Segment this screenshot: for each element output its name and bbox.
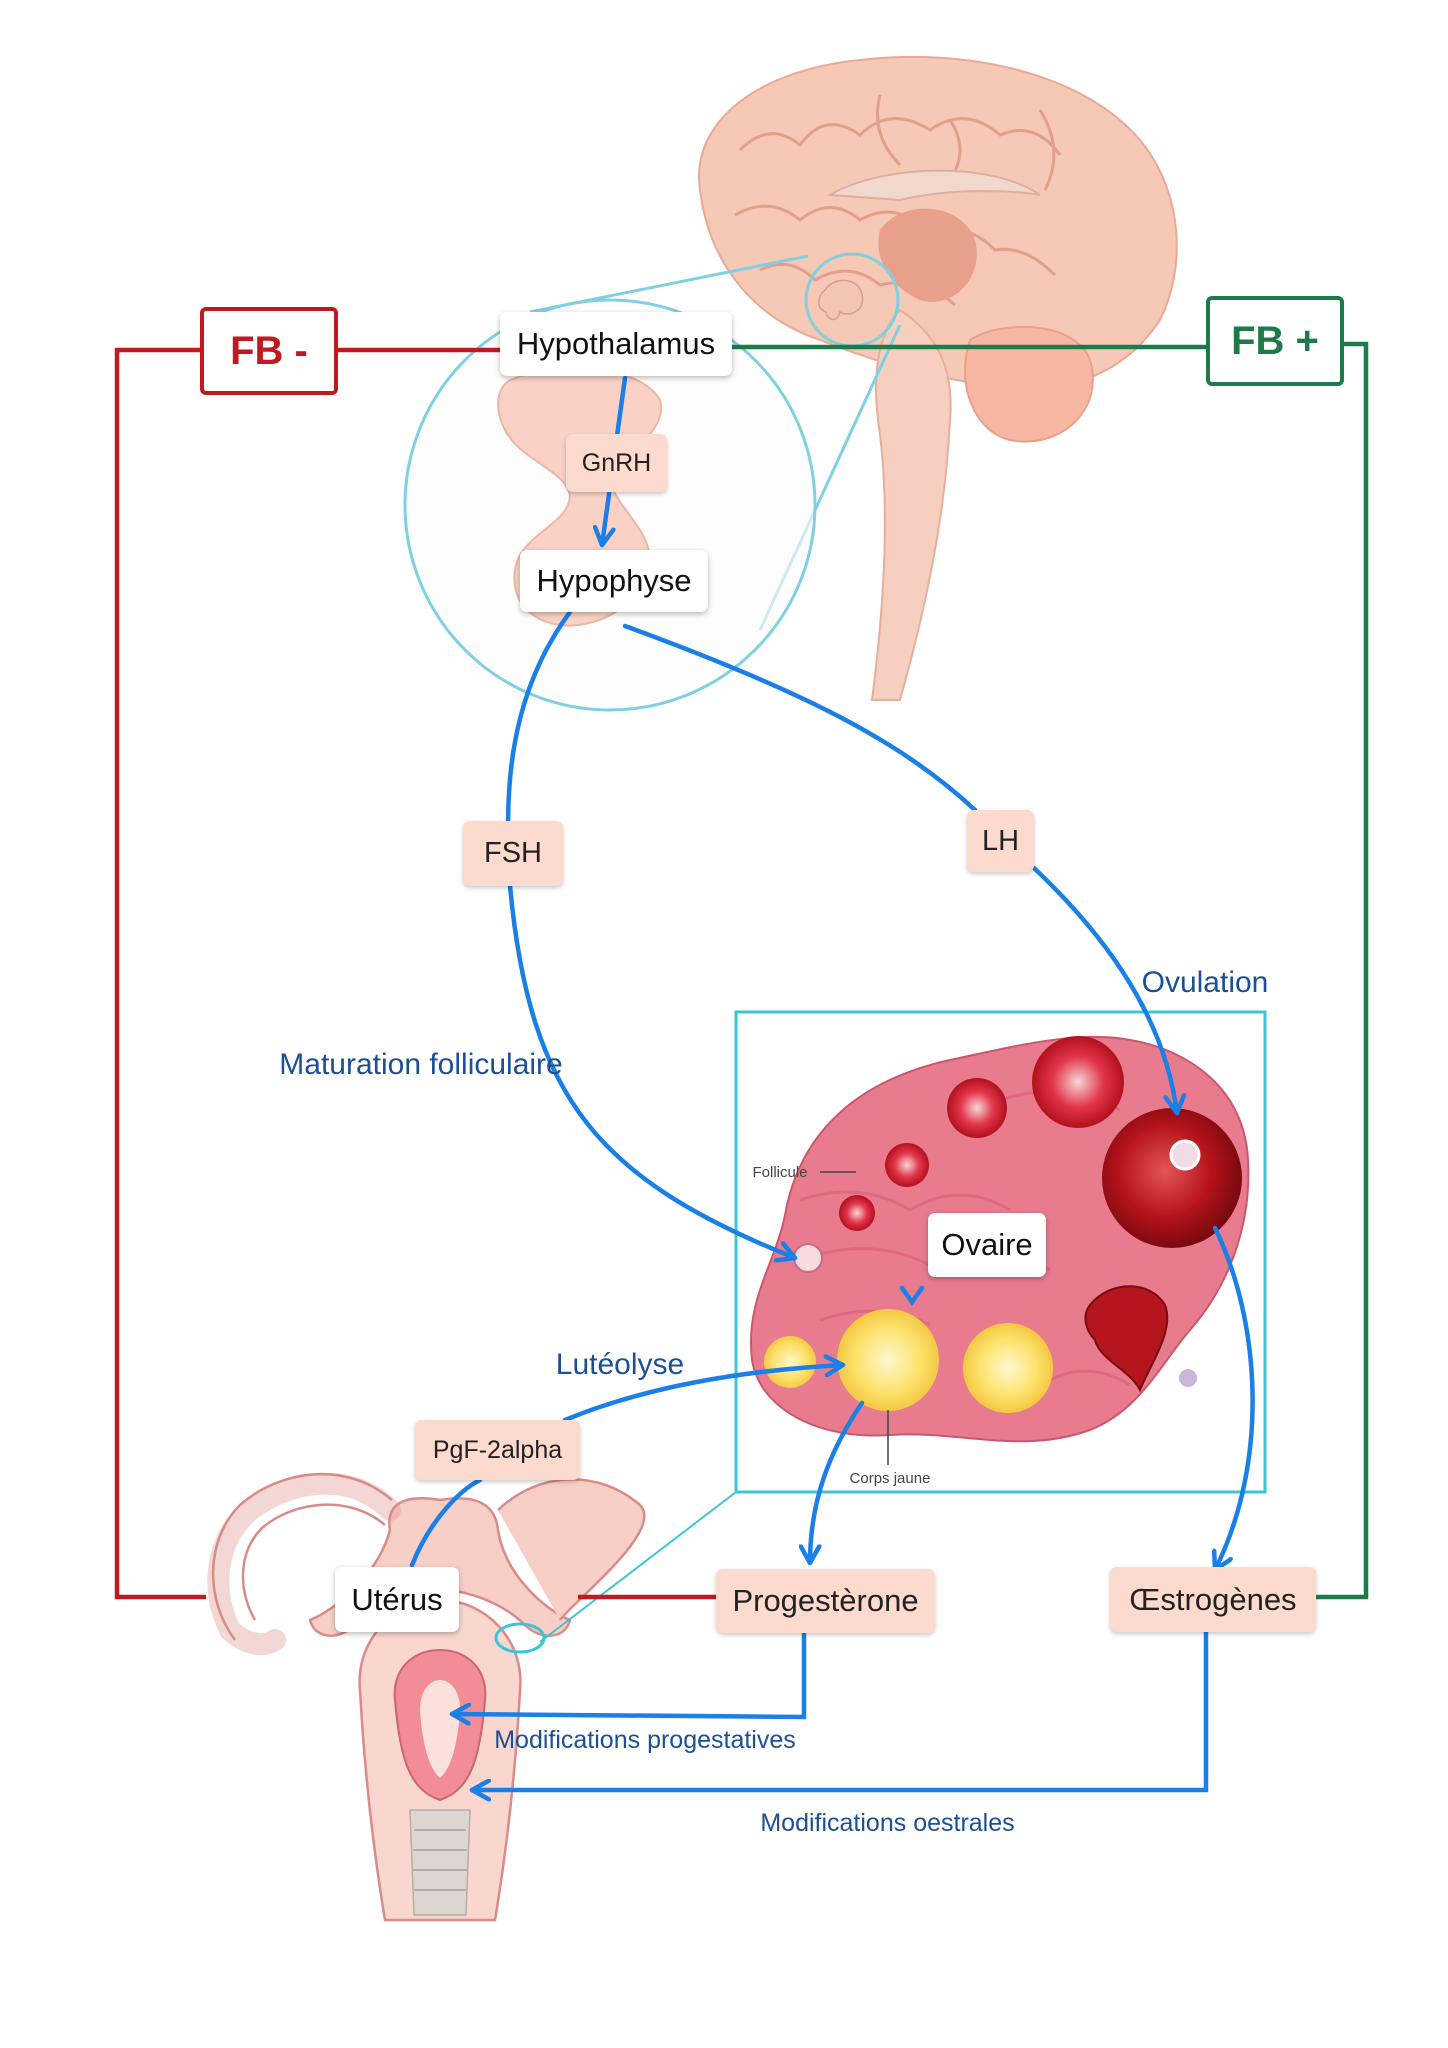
fb-positive-path	[1316, 341, 1369, 1600]
fb-positive-box: FB +	[1206, 296, 1344, 386]
brain-illustration	[698, 55, 1178, 701]
fallopian-tube-left	[207, 1472, 401, 1656]
arrow-mod-progestatives	[449, 1629, 807, 1717]
vaginal-rugae	[413, 1829, 467, 1891]
brain-folds	[734, 94, 1062, 307]
follicle-4	[1032, 1036, 1124, 1128]
uterus-illustration	[207, 1472, 737, 1922]
ovary-zoom-line	[539, 1491, 737, 1643]
pgf-2alpha-label: PgF-2alpha	[415, 1420, 580, 1480]
ovary-illustration	[734, 1010, 1267, 1494]
arrow-luteolyse	[562, 1365, 846, 1423]
arrow-mod-oestrales	[469, 1629, 1209, 1790]
arrow-progesterone	[810, 1400, 865, 1566]
fb-negative-path	[114, 347, 206, 1600]
corps-jaune-caption: Corps jaune	[849, 1469, 931, 1487]
ovaire-label: Ovaire	[928, 1213, 1046, 1277]
vaginal-canal	[409, 1809, 471, 1916]
corpus-luteum-regressing	[963, 1323, 1053, 1413]
feedback-negative-loop	[114, 347, 716, 1600]
oocyte-dominant	[1169, 1139, 1201, 1171]
fsh-label: FSH	[463, 821, 563, 886]
follicule-caption: Follicule	[752, 1163, 808, 1181]
luteolyse-annotation: Lutéolyse	[555, 1348, 685, 1381]
corpus-luteum-small	[764, 1336, 816, 1388]
fallopian-tube-right	[497, 1478, 646, 1621]
arrow-ovulation	[1031, 865, 1177, 1116]
hypothalamus-label: Hypothalamus	[500, 312, 732, 376]
released-oocyte	[1177, 1367, 1199, 1389]
corpus-callosum	[826, 169, 1041, 202]
hormone-arrows	[409, 375, 1255, 1790]
fb-negative-box: FB -	[200, 307, 338, 395]
maturation-folliculaire-annotation: Maturation folliculaire	[279, 1048, 563, 1081]
progesterone-label: Progestèrone	[716, 1569, 935, 1633]
cerebellum	[964, 325, 1094, 443]
hypothalamus-small	[818, 279, 864, 321]
lh-label: LH	[967, 810, 1034, 872]
feedback-positive-loop	[732, 341, 1369, 1600]
oestrogenes-label: Œstrogènes	[1110, 1567, 1316, 1632]
arrow-maturation	[507, 883, 798, 1258]
corpus-luteum-main	[837, 1309, 939, 1411]
ruptured-follicle	[1084, 1285, 1169, 1393]
follicle-dominant	[1102, 1108, 1242, 1248]
modifications-oestrales-annotation: Modifications oestrales	[760, 1808, 1015, 1837]
ovulation-annotation: Ovulation	[1141, 966, 1269, 999]
arrow-oestrogen	[1215, 1225, 1255, 1573]
follicle-1	[839, 1195, 875, 1231]
follicle-2	[885, 1143, 929, 1187]
follicle-3	[947, 1078, 1007, 1138]
follicle-primordial	[793, 1243, 823, 1273]
gnrh-label: GnRH	[566, 434, 667, 492]
uterus-label: Utérus	[335, 1567, 459, 1632]
hypophyse-label: Hypophyse	[520, 550, 708, 612]
modifications-progestatives-annotation: Modifications progestatives	[494, 1725, 796, 1754]
thalamus	[878, 208, 977, 302]
arrow-pgf	[409, 1477, 483, 1568]
arrow-ovaire-marker	[899, 1285, 925, 1306]
fallopian-tube-left-edge	[211, 1472, 393, 1641]
brainstem	[870, 308, 952, 701]
arrow-lh	[622, 623, 978, 813]
